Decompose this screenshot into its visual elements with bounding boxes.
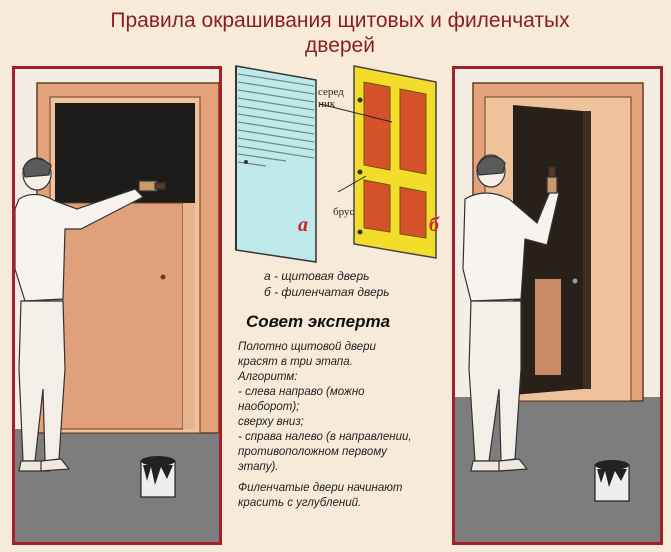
title-line-1: Правила окрашивания щитовых и филенчатых xyxy=(110,9,570,32)
paint-can xyxy=(140,456,176,498)
title-line-2: дверей xyxy=(305,34,375,57)
door-leaf-dark xyxy=(513,105,583,395)
door-types-diagram xyxy=(235,65,437,263)
label-middle-line-1: серед xyxy=(318,86,344,98)
tip-line: - слева направо (можно xyxy=(238,386,365,398)
panel-door-scene xyxy=(455,69,660,542)
expert-tips: Полотно щитовой двери красят в три этапа… xyxy=(238,340,448,511)
tip-line: Филенчатые двери начинают xyxy=(238,482,403,494)
painter-figure xyxy=(462,154,560,472)
tip-line: противоположном первому xyxy=(238,446,387,458)
tip-line: Алгоритм: xyxy=(238,371,298,383)
page-title: Правила окрашивания щитовых и филенчатых… xyxy=(70,8,610,58)
expert-title: Совет эксперта xyxy=(246,312,391,331)
painter-figure xyxy=(15,157,166,472)
flush-door-painting-illustration xyxy=(12,66,222,545)
letter-a: а xyxy=(298,214,308,236)
legend-b: б - филенчатая дверь xyxy=(264,285,390,299)
door-opening-dark xyxy=(55,103,195,203)
tip-line: красят в три этапа. xyxy=(238,356,353,368)
label-middle-rail: серед ник xyxy=(318,86,344,110)
label-middle-line-2: ник xyxy=(318,98,336,110)
letter-b: б xyxy=(429,214,439,236)
flush-door-scene xyxy=(15,69,219,542)
legend-a: а - щитовая дверь xyxy=(264,269,370,283)
tip-line: сверху вниз; xyxy=(238,416,304,428)
flush-door-diagram xyxy=(235,65,317,263)
tip-line: этапу). xyxy=(238,461,279,473)
unpainted-panel xyxy=(535,279,561,375)
tip-line: - справа налево (в направлении, xyxy=(238,431,412,443)
paint-can xyxy=(594,460,630,502)
legend: а - щитовая дверь б - филенчатая дверь xyxy=(264,268,390,300)
tip-line: наоборот); xyxy=(238,401,300,413)
panel-door-painting-illustration xyxy=(452,66,663,545)
door-edge xyxy=(183,203,195,429)
label-rail: брус xyxy=(333,206,355,218)
panel-door-diagram xyxy=(319,65,437,259)
door-leaf xyxy=(54,202,184,430)
tip-line: красить с углублений. xyxy=(238,497,362,509)
door-knob xyxy=(160,274,166,280)
tip-line: Полотно щитовой двери xyxy=(238,341,376,353)
